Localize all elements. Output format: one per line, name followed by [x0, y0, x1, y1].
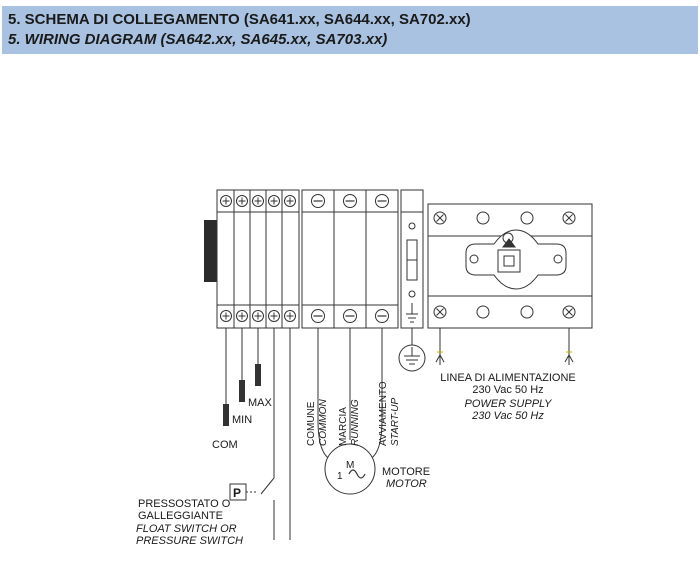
- probe-label-min: MIN: [232, 414, 252, 426]
- switch-label-it-2: GALLEGGIANTE: [138, 510, 223, 522]
- power-label-en-1: POWER SUPPLY: [464, 398, 552, 410]
- probe-label-com: COM: [212, 439, 238, 451]
- switch-label-en-2: PRESSURE SWITCH: [136, 535, 243, 547]
- power-supply-wires: [435, 328, 574, 365]
- connector-block: [204, 220, 218, 282]
- probe-electrodes: [223, 364, 261, 426]
- probe-terminal-block: [216, 189, 300, 329]
- switch-label-en-1: FLOAT SWITCH OR: [136, 523, 237, 535]
- motor-label-italian: MOTORE: [382, 466, 430, 478]
- motor-label-english: MOTOR: [386, 478, 427, 490]
- title-italian: 5. SCHEMA DI COLLEGAMENTO (SA641.xx, SA6…: [8, 11, 471, 28]
- earth-terminal: [400, 189, 424, 329]
- wire-label-startup-it: AVVIAMENTO: [378, 381, 389, 446]
- power-label-it-2: 230 Vac 50 Hz: [472, 384, 543, 396]
- power-label-it-1: LINEA DI ALIMENTAZIONE: [440, 372, 576, 384]
- earth-wire: [398, 328, 426, 372]
- wire-label-running-it: MARCIA: [338, 407, 349, 446]
- motor-terminal-block: [301, 189, 399, 329]
- power-label-en-2: 230 Vac 50 Hz: [471, 410, 544, 422]
- power-supply-screws: [433, 211, 576, 319]
- wire-label-common-en: COMMON: [318, 399, 329, 446]
- wire-label-startup-en: START-UP: [390, 398, 401, 446]
- switch-label-it-1: PRESSOSTATO O: [138, 498, 231, 510]
- motor-symbol-phase: 1: [337, 471, 343, 482]
- pressure-switch: [229, 483, 275, 540]
- wire-label-running-en: RUNNING: [350, 399, 361, 446]
- motor-symbol: [324, 443, 376, 495]
- wire-label-common-it: COMUNE: [306, 401, 317, 446]
- probe-wires: [225, 328, 291, 540]
- title-english: 5. WIRING DIAGRAM (SA642.xx, SA645.xx, S…: [8, 31, 388, 48]
- motor-symbol-m: M: [346, 460, 354, 471]
- pressure-switch-symbol: P: [233, 486, 241, 500]
- section-header: 5. SCHEMA DI COLLEGAMENTO (SA641.xx, SA6…: [2, 6, 698, 54]
- probe-label-max: MAX: [248, 397, 273, 409]
